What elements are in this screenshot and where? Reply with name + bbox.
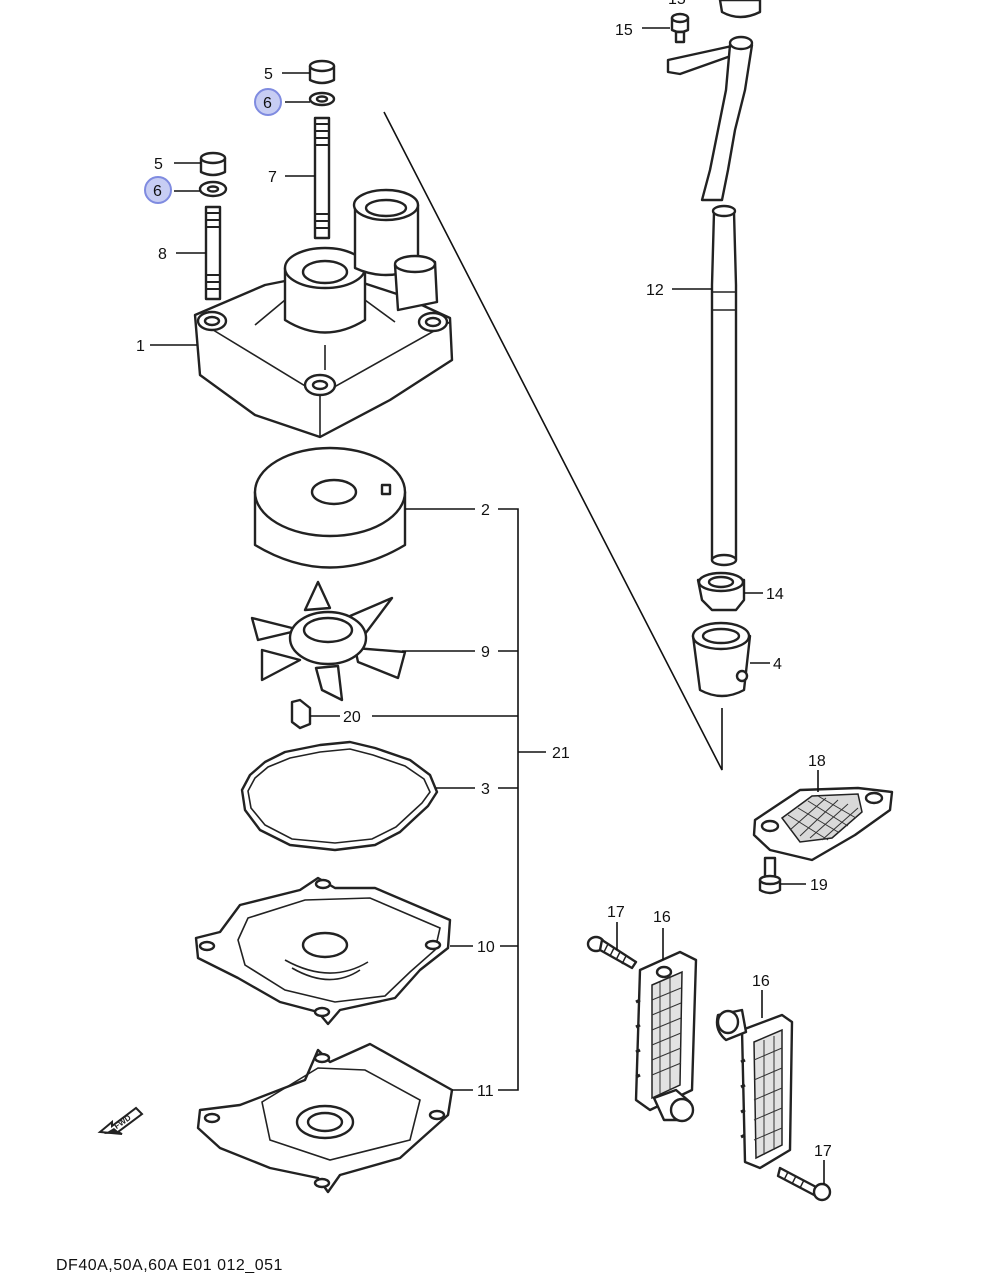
callout-12[interactable]: 12 xyxy=(646,282,664,299)
callout-16-right[interactable]: 16 xyxy=(752,973,770,990)
callout-2[interactable]: 2 xyxy=(481,502,490,519)
part-11-gasket[interactable] xyxy=(196,1042,454,1194)
callout-16-left[interactable]: 16 xyxy=(653,909,671,926)
part-17-screw-upper[interactable] xyxy=(586,935,638,970)
callout-4[interactable]: 4 xyxy=(773,656,782,673)
part-16-grille-right[interactable] xyxy=(715,1008,794,1170)
part-9-impeller[interactable] xyxy=(250,580,407,702)
callout-8[interactable]: 8 xyxy=(158,246,167,263)
part-19-bolt[interactable] xyxy=(758,856,782,895)
callout-5-lower[interactable]: 5 xyxy=(154,156,163,173)
callout-19[interactable]: 19 xyxy=(810,877,828,894)
callout-17-upper[interactable]: 17 xyxy=(607,904,625,921)
part-5-nut-upper[interactable] xyxy=(308,59,336,85)
callout-labels: 5 6 7 5 6 8 1 2 9 20 21 3 10 11 15 15 12… xyxy=(136,0,832,1160)
callout-6-upper[interactable]: 6 xyxy=(263,95,272,112)
fwd-arrow-icon: FWD xyxy=(97,1106,144,1135)
callout-7[interactable]: 7 xyxy=(268,169,277,186)
callout-6-upper-highlight xyxy=(254,88,282,116)
part-10-plate[interactable] xyxy=(194,876,452,1026)
part-12-water-tube[interactable] xyxy=(666,35,754,567)
callout-5-upper[interactable]: 5 xyxy=(264,66,273,83)
callout-21[interactable]: 21 xyxy=(552,745,570,762)
figure-id-caption: DF40A,50A,60A E01 012_051 xyxy=(56,1257,283,1274)
part-7-stud[interactable] xyxy=(313,116,331,240)
callout-15[interactable]: 15 xyxy=(615,22,633,39)
callout-20[interactable]: 20 xyxy=(343,709,361,726)
callout-6-lower-highlight xyxy=(144,176,172,204)
part-2-impeller-case[interactable] xyxy=(253,446,407,569)
callout-11[interactable]: 11 xyxy=(477,1083,494,1100)
part-15-bolt[interactable] xyxy=(670,12,690,44)
callout-6-lower[interactable]: 6 xyxy=(153,183,162,200)
callout-10[interactable]: 10 xyxy=(477,939,495,956)
part-18-screen[interactable] xyxy=(752,786,894,862)
callout-15-top[interactable]: 15 xyxy=(668,0,686,8)
part-14-grommet[interactable] xyxy=(696,571,746,612)
part-6-washer-upper[interactable] xyxy=(308,91,336,107)
callout-14[interactable]: 14 xyxy=(766,586,784,603)
callout-17-lower[interactable]: 17 xyxy=(814,1143,832,1160)
leader-lines xyxy=(150,27,825,1184)
part-1-pump-case[interactable] xyxy=(193,188,454,439)
part-8-stud[interactable] xyxy=(204,205,222,301)
part-17-screw-lower[interactable] xyxy=(776,1166,832,1202)
part-6-washer-lower[interactable] xyxy=(198,180,228,198)
callout-1[interactable]: 1 xyxy=(136,338,145,355)
callout-9[interactable]: 9 xyxy=(481,644,490,661)
part-16-grille-left[interactable] xyxy=(634,950,698,1123)
part-5-nut-lower[interactable] xyxy=(199,151,227,177)
callout-18[interactable]: 18 xyxy=(808,753,826,770)
part-4-bushing[interactable] xyxy=(691,621,752,698)
callout-3[interactable]: 3 xyxy=(481,781,490,798)
part-20-key[interactable] xyxy=(290,698,312,730)
tube-route-line xyxy=(383,111,723,771)
part-top-grommet[interactable] xyxy=(718,0,762,19)
part-3-gasket[interactable] xyxy=(240,740,439,852)
